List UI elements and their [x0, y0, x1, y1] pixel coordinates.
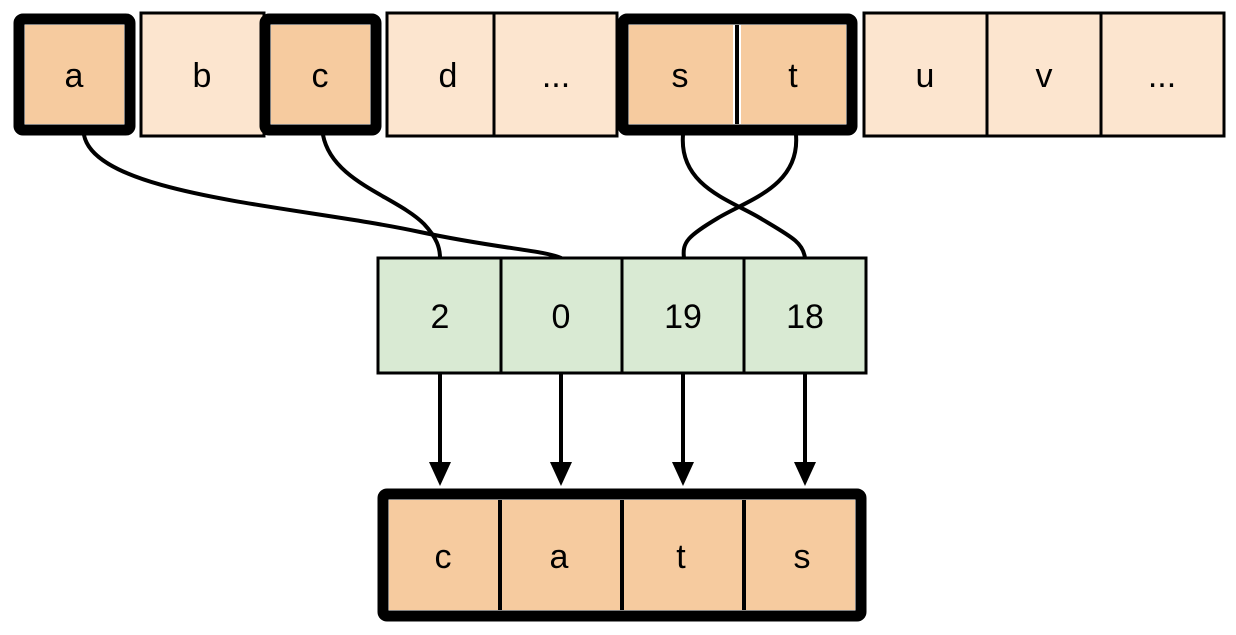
output-label-s: s — [794, 538, 811, 576]
alphabet-label-s: s — [672, 57, 689, 95]
alphabet-cell-s[interactable] — [629, 25, 733, 124]
highlight-frame-c — [259, 13, 382, 136]
connector-a-to-index-0 — [82, 133, 563, 260]
connector-s-to-index-18 — [680, 133, 807, 260]
index-cell-1[interactable] — [499, 256, 624, 375]
alphabet-label-u: u — [916, 57, 935, 95]
alphabet-cell-t[interactable] — [741, 25, 846, 124]
alphabet-label-b: b — [193, 57, 212, 95]
output-label-t: t — [676, 538, 686, 576]
alphabet-label-d: d — [439, 57, 458, 95]
index-label-1: 0 — [552, 298, 571, 336]
alphabet-label-v: v — [1036, 57, 1053, 95]
alphabet-strip: a b c d ... s t u v ... — [13, 11, 1226, 138]
arrow-index-1-to-output-a — [550, 373, 572, 486]
output-label-a: a — [550, 538, 569, 576]
arrow-index-2-to-output-t — [672, 373, 694, 486]
alphabet-label-ellipsis-right: ... — [1148, 57, 1176, 95]
index-to-output-arrows — [429, 373, 816, 486]
alphabet-cell-d[interactable] — [385, 11, 512, 138]
alphabet-cell-c[interactable] — [271, 25, 370, 124]
index-label-3: 18 — [786, 298, 824, 336]
highlight-frame-st — [617, 13, 858, 136]
arrow-index-0-to-output-c — [429, 373, 451, 486]
alphabet-label-a: a — [65, 57, 84, 95]
connector-c-to-index-2 — [321, 133, 442, 260]
index-label-0: 2 — [431, 298, 450, 336]
alphabet-cell-v[interactable] — [985, 11, 1103, 138]
alphabet-cell-ellipsis-left[interactable] — [492, 11, 619, 138]
output-label-c: c — [435, 538, 452, 576]
output-word: c a t s — [377, 488, 867, 622]
alphabet-label-c: c — [312, 57, 329, 95]
output-cell-a[interactable] — [500, 500, 622, 610]
index-cell-0[interactable] — [376, 256, 503, 375]
index-cell-2[interactable] — [620, 256, 746, 375]
connector-t-to-index-19 — [681, 133, 799, 260]
connector-curves — [82, 133, 807, 260]
output-cell-c[interactable] — [389, 500, 500, 610]
alphabet-label-t: t — [788, 57, 798, 95]
index-label-2: 19 — [664, 298, 702, 336]
highlight-frame-a — [13, 13, 136, 136]
alphabet-cell-ellipsis-right[interactable] — [1099, 11, 1226, 138]
alphabet-cell-b[interactable] — [139, 11, 266, 138]
index-array: 2 0 19 18 — [376, 256, 868, 375]
output-word-frame — [377, 488, 867, 622]
alphabet-cell-a[interactable] — [25, 25, 124, 124]
alphabet-label-ellipsis-left: ... — [542, 57, 570, 95]
output-cell-s[interactable] — [744, 500, 855, 610]
output-cell-t[interactable] — [622, 500, 744, 610]
arrow-index-3-to-output-s — [794, 373, 816, 486]
